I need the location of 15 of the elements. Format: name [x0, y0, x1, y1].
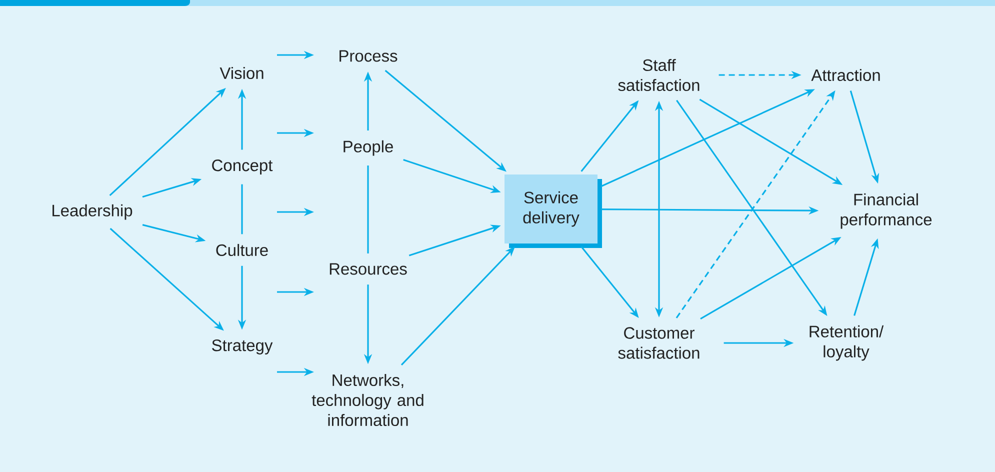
node-label: Financial performance — [840, 193, 932, 229]
node-label: Retention/ loyalty — [810, 325, 884, 361]
node-label: Customer satisfaction — [618, 327, 700, 359]
node-label: People — [344, 140, 393, 156]
node-label: Networks, technology and information — [312, 374, 424, 426]
node-label: Attraction — [811, 68, 880, 82]
node-label: Vision — [220, 66, 264, 80]
node-label: Concept — [212, 160, 273, 174]
node-label: Resources — [330, 263, 407, 275]
node-label: Staff satisfaction — [618, 58, 700, 92]
node-label: Process — [340, 50, 398, 62]
node-label: Leadership — [52, 204, 132, 220]
node-label: Culture — [216, 244, 268, 256]
node-label: Strategy — [212, 340, 273, 354]
process-box: Service delivery — [504, 174, 602, 248]
